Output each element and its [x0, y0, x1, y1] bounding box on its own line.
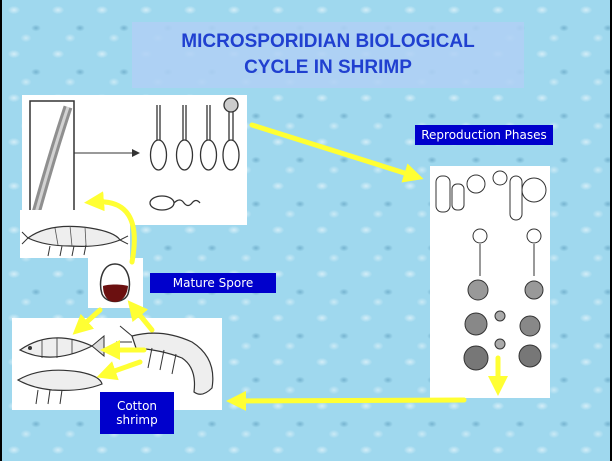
- arrow-shrimp-to-shrimp: [106, 362, 140, 374]
- arrow-to-hosts: [236, 400, 464, 401]
- arrow-spore-to-fish: [80, 310, 100, 328]
- arrow-to-reproduction: [252, 125, 414, 176]
- arrow-to-shrimp-top: [94, 202, 134, 262]
- arrow-shrimp-to-spore: [134, 308, 152, 330]
